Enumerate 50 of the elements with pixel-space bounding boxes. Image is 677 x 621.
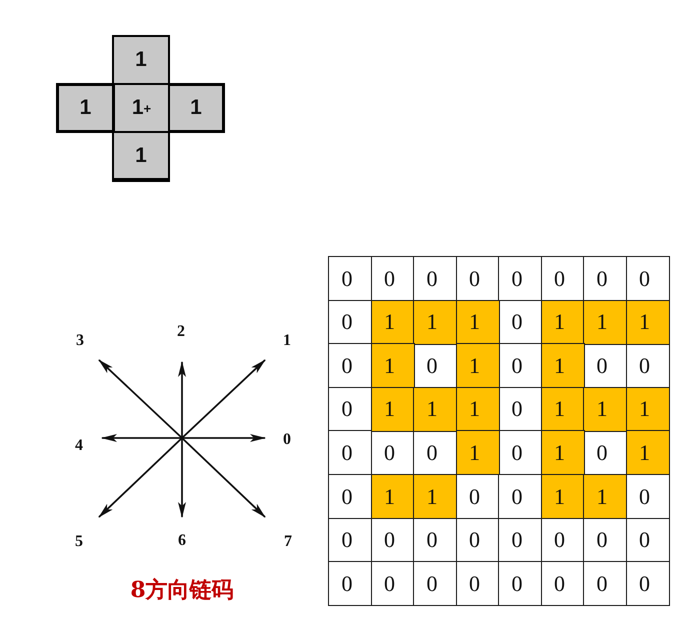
table-cell: 1 <box>583 386 627 432</box>
table-cell: 1 <box>456 430 500 476</box>
table-cell: 0 <box>328 343 372 388</box>
table-cell: 1 <box>456 300 500 345</box>
table-cell: 1 <box>626 386 670 432</box>
kernel-cell: 1 <box>56 83 115 133</box>
table-cell: 1 <box>626 430 670 476</box>
table-cell: 1 <box>540 386 584 432</box>
direction-number: 5 <box>75 533 83 551</box>
direction-number: 7 <box>284 533 292 551</box>
table-cell: 1 <box>540 430 584 476</box>
kernel-cell: 1 <box>168 83 225 133</box>
table-cell: 1 <box>413 474 457 520</box>
table-cell: 1 <box>370 386 414 432</box>
direction-number: 0 <box>283 431 291 449</box>
table-cell: 1 <box>370 474 414 520</box>
table-cell: 1 <box>540 343 584 388</box>
table-cell: 0 <box>328 561 372 606</box>
table-cell: 1 <box>456 343 500 388</box>
table-cell: 0 <box>456 561 500 606</box>
table-cell: 0 <box>540 561 584 606</box>
table-cell: 1 <box>413 300 457 345</box>
table-cell: 0 <box>328 256 372 302</box>
table-cell: 1 <box>456 386 500 432</box>
table-cell: 1 <box>370 343 414 388</box>
table-cell: 0 <box>413 256 457 302</box>
direction-number: 4 <box>75 437 83 455</box>
kernel-cell: 1 <box>112 35 170 85</box>
table-cell: 0 <box>626 561 670 606</box>
table-cell: 1 <box>540 300 584 345</box>
table-cell: 1 <box>583 300 627 345</box>
table-cell: 0 <box>583 256 627 302</box>
table-cell: 0 <box>498 256 542 302</box>
table-cell: 0 <box>370 561 414 606</box>
table-cell: 1 <box>413 386 457 432</box>
figure-caption: 8方向链码 <box>130 576 234 604</box>
table-cell: 1 <box>540 474 584 520</box>
table-cell: 0 <box>413 561 457 606</box>
table-cell: 0 <box>626 256 670 302</box>
kernel-cell: 1 <box>112 131 170 182</box>
table-cell: 0 <box>498 561 542 606</box>
direction-number: 2 <box>177 323 185 341</box>
table-cell: 0 <box>328 430 372 476</box>
table-cell: 1 <box>370 300 414 345</box>
direction-number: 1 <box>283 332 291 350</box>
table-cell: 0 <box>583 561 627 606</box>
direction-number: 3 <box>76 332 84 350</box>
table-cell: 1 <box>626 300 670 345</box>
direction-number: 6 <box>178 532 186 550</box>
table-cell: 1 <box>583 474 627 520</box>
